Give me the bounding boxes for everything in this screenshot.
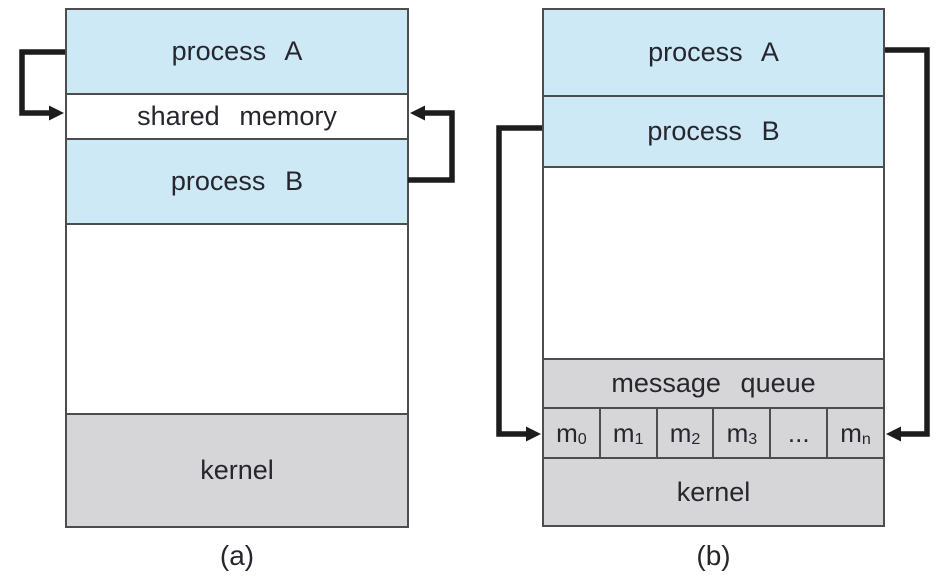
message-queue-label: message queue bbox=[611, 368, 816, 398]
arrow-process-b-to-shared-memory bbox=[408, 105, 455, 183]
caption-b: (b) bbox=[696, 540, 731, 571]
kernel-box: kernel bbox=[67, 413, 407, 526]
cell-sub: 0 bbox=[577, 429, 587, 448]
user-space-empty-region bbox=[67, 223, 407, 413]
arrow-process-b-to-message-queue bbox=[496, 125, 542, 442]
cell-base: m bbox=[840, 417, 862, 448]
process-b-label: process B bbox=[170, 166, 304, 196]
cell-base: ... bbox=[787, 417, 810, 448]
cell-base: m bbox=[612, 417, 635, 448]
arrow-process-a-to-shared-memory bbox=[19, 49, 65, 121]
process-b-box: process B bbox=[67, 138, 407, 223]
shared-memory-label: shared memory bbox=[137, 101, 337, 131]
process-a-box: process A bbox=[544, 10, 883, 95]
queue-cell-ellipsis: ... bbox=[769, 409, 827, 457]
cell-base: m bbox=[726, 417, 749, 448]
process-a-label: process A bbox=[171, 36, 303, 66]
cell-sub: 3 bbox=[748, 429, 758, 448]
shared-memory-diagram: process A shared memory process B kernel bbox=[65, 8, 409, 528]
kernel-label: kernel bbox=[676, 476, 751, 507]
user-space-empty-region bbox=[544, 166, 883, 358]
process-b-label: process B bbox=[647, 116, 780, 146]
kernel-label: kernel bbox=[200, 455, 274, 485]
cell-base: m bbox=[669, 417, 692, 448]
cell-sub: 2 bbox=[691, 429, 701, 448]
kernel-box: kernel bbox=[544, 457, 883, 525]
shared-memory-box: shared memory bbox=[67, 93, 407, 138]
cell-sub: 1 bbox=[634, 429, 644, 448]
process-a-label: process A bbox=[648, 37, 779, 67]
process-a-box: process A bbox=[67, 10, 407, 93]
message-queue-box: message queue bbox=[544, 358, 883, 407]
arrow-process-a-to-message-queue bbox=[885, 47, 930, 442]
cell-base: m bbox=[556, 417, 578, 448]
process-b-box: process B bbox=[544, 95, 883, 166]
cell-sub: n bbox=[861, 429, 871, 448]
caption-a: (a) bbox=[219, 540, 255, 571]
